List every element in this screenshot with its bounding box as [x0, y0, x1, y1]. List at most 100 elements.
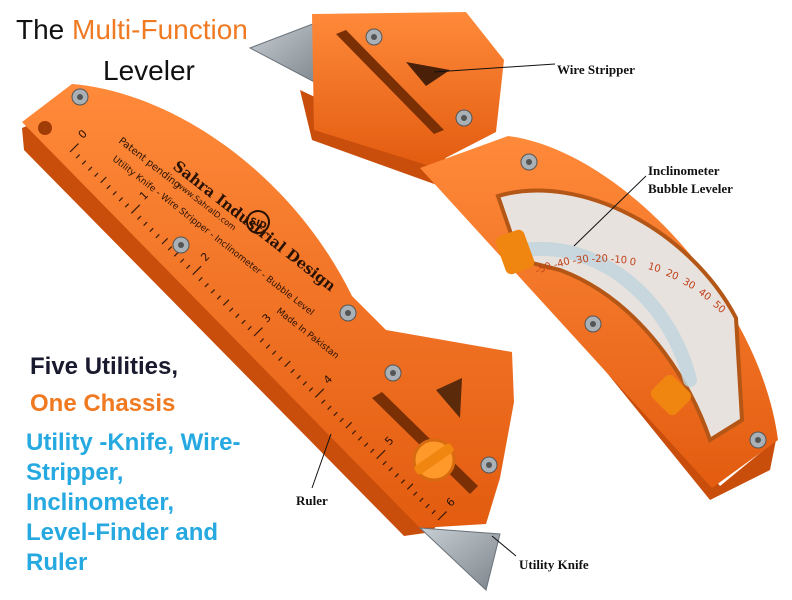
uses-line: Utility -Knife, Wire-: [26, 429, 241, 456]
ruler-tick: [100, 176, 107, 184]
ruler-tick: [247, 325, 252, 331]
dial-number: -40: [553, 256, 572, 271]
left-tool-body: [22, 84, 514, 528]
ruler-tick: [271, 350, 277, 355]
headline-accent: Multi-Function: [72, 14, 248, 45]
ruler-tick: [265, 344, 271, 349]
ruler-tick: [118, 197, 124, 202]
ruler-ticks: [69, 143, 447, 521]
ruler-tick: [229, 307, 234, 312]
ruler-tick: [94, 172, 99, 177]
wire-stripper-notch: [436, 378, 462, 418]
ruler-tick: [235, 313, 240, 319]
uses-line: Inclinometer,: [26, 489, 175, 516]
uses-line: Ruler: [26, 549, 88, 576]
screw-icon: [480, 456, 498, 474]
screw-icon: [172, 236, 190, 254]
ruler-tick: [321, 399, 326, 404]
ruler-tick: [87, 166, 93, 171]
ruler-tick: [413, 491, 418, 496]
ruler-tick: [290, 368, 295, 374]
ruler-tick: [400, 479, 406, 484]
callout-ruler: Ruler: [296, 493, 328, 508]
tagline-line1: Five Utilities,: [30, 353, 179, 380]
ruler-tick: [161, 237, 169, 245]
ruler-tick: [357, 436, 363, 441]
uses-line: Level-Finder and: [26, 519, 219, 546]
ruler-tick: [149, 227, 154, 233]
uses-list: Utility -Knife, Wire- Stripper, Inclinom…: [26, 428, 240, 578]
ruler-tick: [333, 411, 338, 417]
ruler-tick: [339, 417, 344, 423]
ruler-tick: [143, 221, 148, 227]
headline-line2: Leveler: [103, 55, 195, 86]
dial-number: 0: [629, 257, 637, 269]
blade-slider-knob: [412, 438, 456, 482]
ruler-tick: [394, 473, 400, 478]
ruler-tick: [296, 374, 301, 380]
ruler-tick: [106, 184, 111, 190]
screw-icon: [520, 153, 538, 171]
screw-icon: [749, 431, 767, 449]
ruler-tick: [216, 295, 222, 300]
headline-prefix: The: [16, 14, 73, 45]
ruler-tick: [155, 233, 160, 239]
ruler-tick: [130, 204, 141, 214]
ruler-tick: [198, 276, 203, 282]
ruler-tick: [308, 387, 314, 392]
screw-icon: [339, 304, 357, 322]
ruler-tick: [222, 299, 230, 306]
ruler-tick: [382, 460, 387, 466]
ruler-tick: [192, 265, 202, 276]
screw-icon: [384, 364, 402, 382]
ruler-tick: [210, 289, 216, 294]
tagline-line2: One Chassis: [30, 390, 176, 417]
ruler-tick: [376, 449, 386, 460]
ruler-tick: [124, 203, 130, 208]
callout-lines: [311, 63, 647, 557]
ruler-tick: [345, 421, 353, 429]
dial-number: -10: [610, 254, 627, 266]
wire-stripper-cutout: [406, 62, 450, 86]
ruler-tick: [259, 338, 265, 343]
ruler-tick: [186, 264, 191, 269]
bubble-vial: [517, 241, 697, 387]
pendulum-weight: [495, 229, 692, 416]
screw-icon: [584, 315, 602, 333]
screw-icon: [365, 28, 383, 46]
ruler-tick: [253, 327, 263, 337]
ruler-tick: [406, 483, 414, 490]
ruler-tick: [351, 430, 357, 435]
ruler-tick: [173, 252, 179, 257]
headline: The Multi-Function: [16, 14, 248, 46]
callout-inclinometer: Inclinometer Bubble Leveler: [648, 162, 733, 198]
screw-icon: [455, 109, 473, 127]
ruler-tick: [314, 388, 325, 398]
callout-utility-knife: Utility Knife: [519, 557, 589, 572]
ruler-tick: [363, 442, 369, 447]
ruler-tick: [284, 360, 291, 368]
ruler-tick: [204, 282, 209, 288]
ruler-tick: [75, 154, 81, 159]
upper-slot: [336, 30, 444, 134]
callout-wire-stripper: Wire Stripper: [557, 62, 635, 77]
ruler-tick: [137, 215, 142, 220]
ruler-tick: [370, 448, 375, 453]
hanging-hole: [38, 121, 52, 135]
ruler-tick: [431, 509, 436, 515]
ruler-tick: [278, 356, 283, 361]
ruler-tick: [388, 466, 393, 472]
ruler-tick: [437, 511, 447, 521]
ruler-tick: [425, 503, 430, 509]
ruler-tick: [179, 258, 185, 263]
dial-number: -30: [572, 254, 590, 267]
dial-number: -20: [591, 253, 608, 265]
dial-number: 20: [664, 268, 680, 283]
callout-inclinometer-line2: Bubble Leveler: [648, 181, 733, 196]
dial-number: 10: [647, 261, 662, 275]
ruler-tick: [112, 190, 117, 196]
ruler-tick: [327, 405, 332, 411]
dial-number: 30: [680, 276, 696, 292]
